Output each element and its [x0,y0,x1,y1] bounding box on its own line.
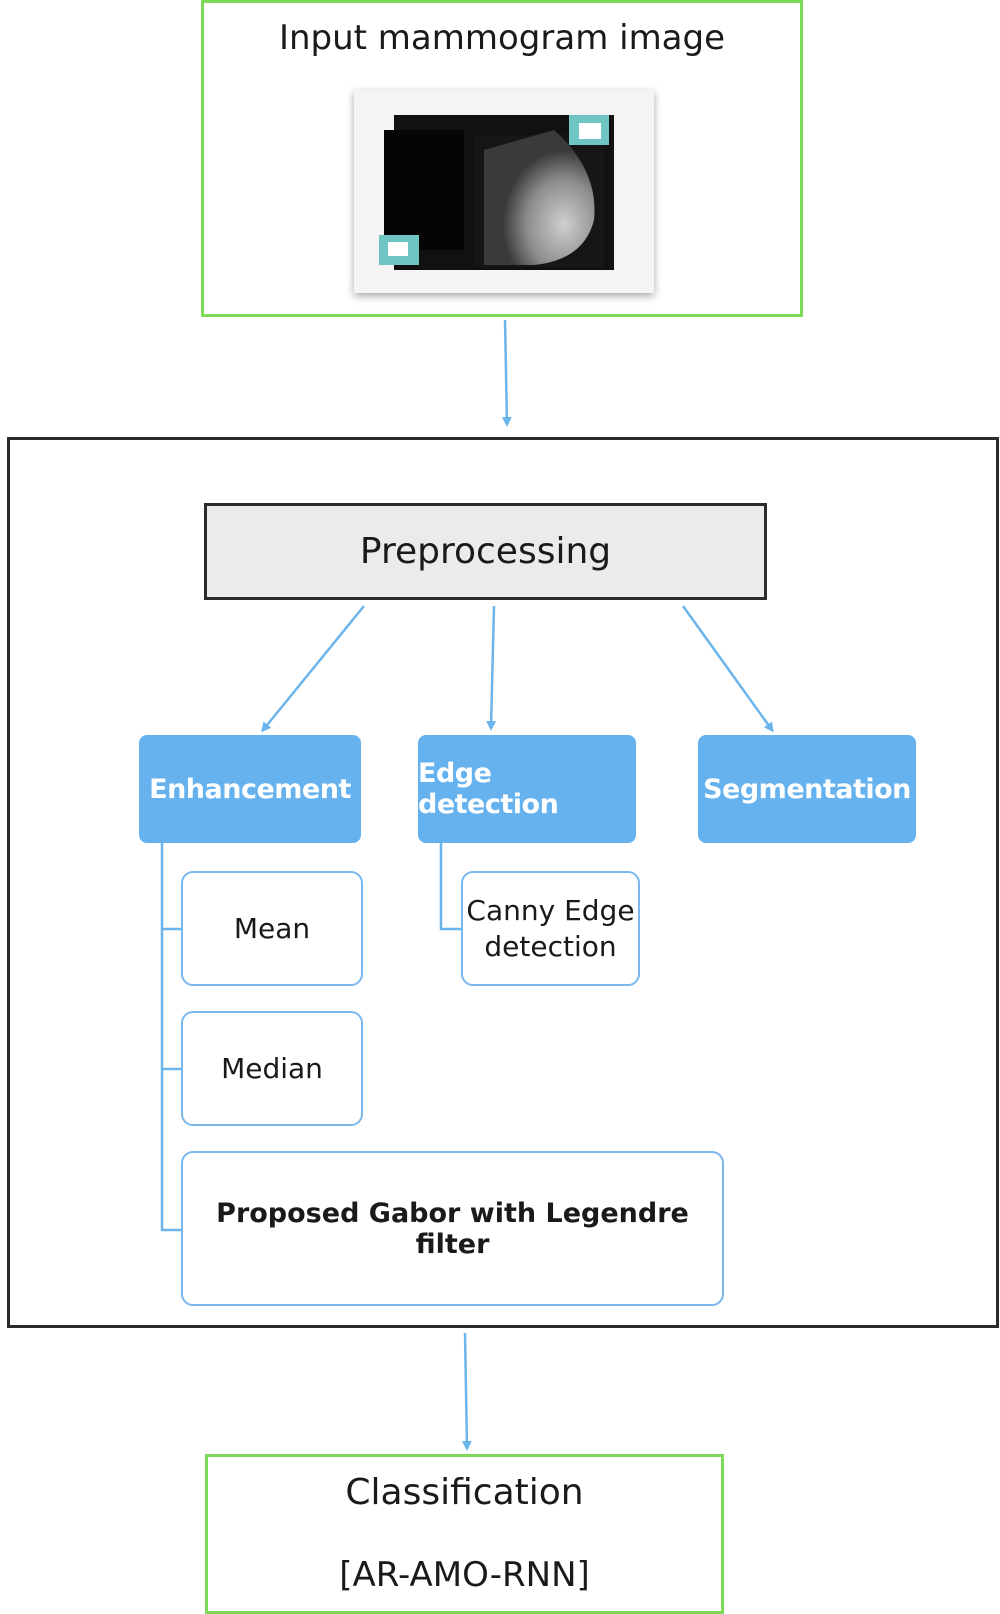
canny-label-line2: detection [484,929,617,963]
arrow-to-enhancement [261,605,365,733]
arrow-to-segmentation [681,605,774,733]
gabor-filter-box: Proposed Gabor with Legendre filter [181,1151,724,1306]
median-label: Median [221,1052,323,1085]
classification-title: Classification [345,1472,584,1513]
input-title: Input mammogram image [278,18,726,58]
mammogram-image [379,115,614,270]
preprocessing-box: Preprocessing [204,503,767,600]
mean-filter-box: Mean [181,871,363,986]
preprocessing-panel [7,437,999,1328]
canny-label-line1: Canny Edge [466,893,635,927]
classification-model: [AR-AMO-RNN] [339,1555,590,1595]
gabor-label: Proposed Gabor with Legendre filter [216,1197,689,1260]
arrow-to-edge-detection [486,605,497,731]
segmentation-box: Segmentation [698,735,916,843]
edge-detection-label: Edge detection [418,758,559,820]
enhancement-branch-line [160,843,181,1232]
enhancement-box: Enhancement [139,735,361,843]
segmentation-label: Segmentation [703,773,911,805]
median-filter-box: Median [181,1011,363,1126]
edge-branch-line [439,843,461,931]
canny-edge-box: Canny Edge detection [461,871,640,986]
edge-detection-box: Edge detection [418,735,636,843]
arrow-to-classification [461,1332,472,1451]
preprocessing-label: Preprocessing [359,531,612,572]
enhancement-label: Enhancement [149,773,351,805]
arrow-input-to-preprocessing [501,319,512,427]
mean-label: Mean [233,912,311,945]
mammogram-thumbnail [354,90,654,293]
